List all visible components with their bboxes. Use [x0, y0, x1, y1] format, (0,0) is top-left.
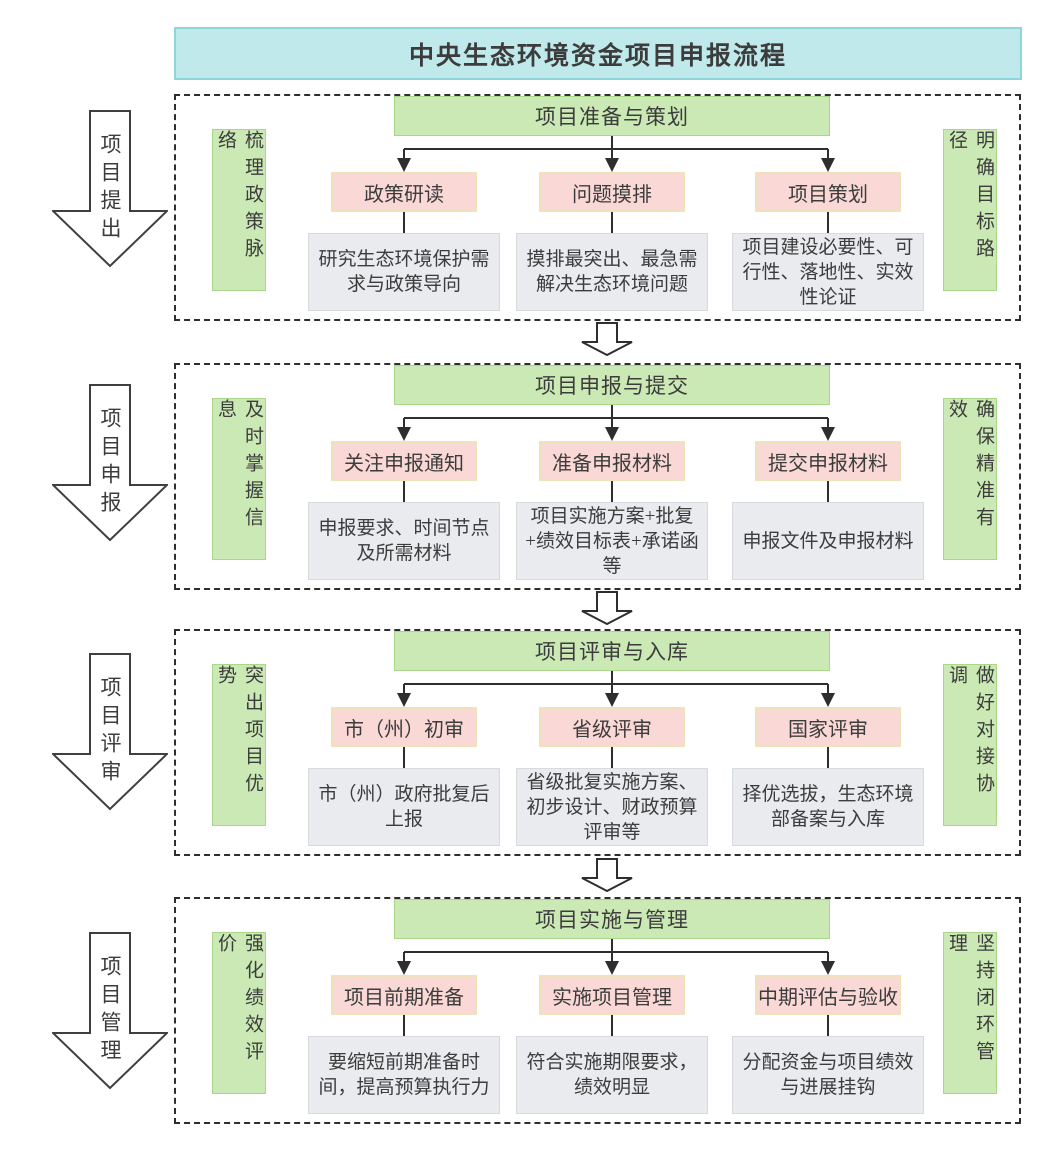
section-header: 项目评审与入库: [394, 631, 830, 671]
section-panel: 项目评审与入库 突出项目优势 做好对接协调 市（州）初审 省级评审 国家评审 市…: [174, 629, 1021, 856]
step-title: 准备申报材料: [539, 441, 685, 481]
page-title: 中央生态环境资金项目申报流程: [174, 27, 1022, 80]
stage-label: 项目管理: [98, 955, 122, 1067]
step-desc: 项目实施方案+批复+绩效目标表+承诺函等: [516, 502, 708, 580]
right-tag: 确保精准有效: [943, 398, 997, 560]
left-tag: 梳理政策脉络: [212, 129, 266, 291]
left-tag: 强化绩效评价: [212, 932, 266, 1094]
stage-down-arrow-icon: [52, 110, 168, 268]
step-title: 国家评审: [755, 707, 901, 747]
stage-label: 项目申报: [98, 407, 122, 519]
step-desc: 分配资金与项目绩效与进展挂钩: [732, 1036, 924, 1114]
stage-down-arrow-icon: [52, 653, 168, 811]
step-title: 问题摸排: [539, 172, 685, 212]
step-title: 中期评估与验收: [755, 975, 901, 1015]
left-tag: 及时掌握信息: [212, 398, 266, 560]
section-panel: 项目实施与管理 强化绩效评价 坚持闭环管理 项目前期准备 实施项目管理 中期评估…: [174, 897, 1021, 1124]
step-title: 省级评审: [539, 707, 685, 747]
step-desc: 申报要求、时间节点及所需材料: [308, 502, 500, 580]
step-title: 项目策划: [755, 172, 901, 212]
section-header: 项目准备与策划: [394, 96, 830, 136]
stage-down-arrow-icon: [52, 384, 168, 542]
left-tag: 突出项目优势: [212, 664, 266, 826]
flow-down-arrow-icon: [581, 591, 633, 625]
section-header: 项目申报与提交: [394, 365, 830, 405]
right-tag: 坚持闭环管理: [943, 932, 997, 1094]
step-desc: 摸排最突出、最急需解决生态环境问题: [516, 233, 708, 311]
step-title: 提交申报材料: [755, 441, 901, 481]
flow-down-arrow-icon: [581, 858, 633, 892]
step-title: 政策研读: [331, 172, 477, 212]
stage-down-arrow-icon: [52, 932, 168, 1090]
step-title: 市（州）初审: [331, 707, 477, 747]
section-panel: 项目申报与提交 及时掌握信息 确保精准有效 关注申报通知 准备申报材料 提交申报…: [174, 363, 1021, 590]
step-desc: 省级批复实施方案、初步设计、财政预算评审等: [516, 768, 708, 846]
section-header: 项目实施与管理: [394, 899, 830, 939]
step-desc: 符合实施期限要求，绩效明显: [516, 1036, 708, 1114]
step-title: 关注申报通知: [331, 441, 477, 481]
step-desc: 要缩短前期准备时间，提高预算执行力: [308, 1036, 500, 1114]
step-desc: 申报文件及申报材料: [732, 502, 924, 580]
flow-down-arrow-icon: [581, 322, 633, 356]
step-desc: 项目建设必要性、可行性、落地性、实效性论证: [732, 233, 924, 311]
step-title: 实施项目管理: [539, 975, 685, 1015]
right-tag: 明确目标路径: [943, 129, 997, 291]
step-desc: 研究生态环境保护需求与政策导向: [308, 233, 500, 311]
section-panel: 项目准备与策划 梳理政策脉络 明确目标路径 政策研读 问题摸排 项目策划 研究生…: [174, 94, 1021, 321]
step-desc: 择优选拔，生态环境部备案与入库: [732, 768, 924, 846]
stage-label: 项目提出: [98, 133, 122, 245]
right-tag: 做好对接协调: [943, 664, 997, 826]
step-title: 项目前期准备: [331, 975, 477, 1015]
step-desc: 市（州）政府批复后上报: [308, 768, 500, 846]
stage-label: 项目评审: [98, 676, 122, 788]
